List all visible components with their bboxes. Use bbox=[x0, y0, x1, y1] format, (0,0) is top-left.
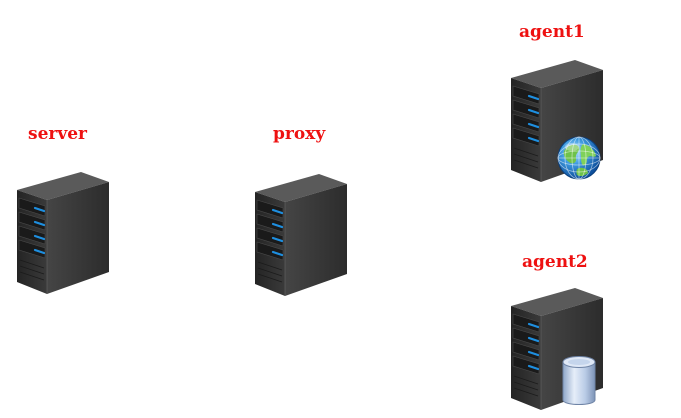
server-label: server bbox=[28, 124, 87, 144]
proxy-label: proxy bbox=[273, 124, 326, 144]
server-tower-icon bbox=[253, 172, 349, 298]
database-cylinder-icon bbox=[562, 356, 596, 405]
agent1-label: agent1 bbox=[519, 22, 585, 42]
agent2-label: agent2 bbox=[522, 252, 588, 272]
server-tower-icon bbox=[15, 170, 111, 296]
globe-icon bbox=[557, 136, 601, 180]
